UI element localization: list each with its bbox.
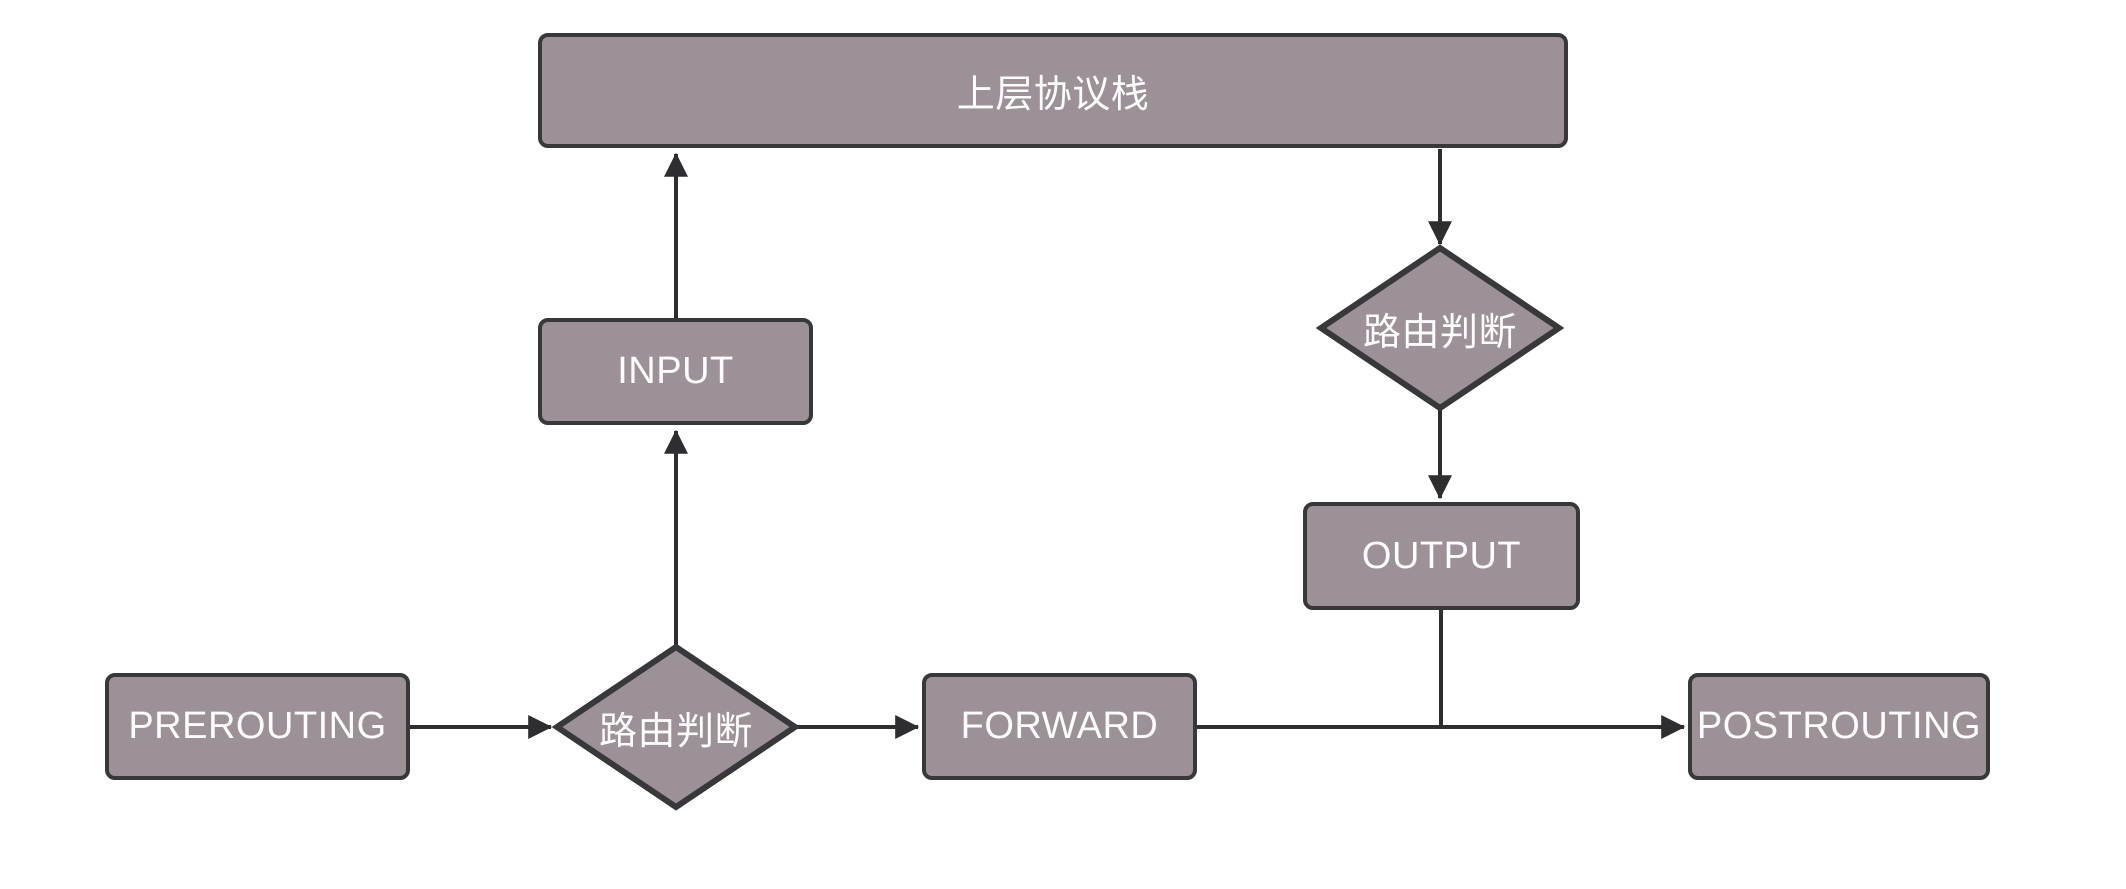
diamond-shape <box>552 643 800 811</box>
node-prerouting: PREROUTING <box>105 673 410 780</box>
node-output-label: OUTPUT <box>1361 534 1522 577</box>
node-routing-decision-right-label: 路由判断 <box>1362 311 1517 354</box>
node-prerouting-label: PREROUTING <box>128 705 387 747</box>
node-output: OUTPUT <box>1303 502 1580 610</box>
node-routing-decision-right: 路由判断 <box>1316 243 1564 413</box>
diamond-shape <box>1316 244 1564 412</box>
node-input-label: INPUT <box>617 350 734 392</box>
node-routing-decision-left: 路由判断 <box>552 642 800 812</box>
node-protocol-stack: 上层协议栈 <box>538 33 1568 148</box>
node-input: INPUT <box>538 318 813 425</box>
node-protocol-stack-label: 上层协议栈 <box>956 74 1150 116</box>
node-routing-decision-left-label: 路由判断 <box>598 710 753 753</box>
node-postrouting: POSTROUTING <box>1688 673 1990 780</box>
node-postrouting-label: POSTROUTING <box>1696 705 1982 747</box>
node-forward: FORWARD <box>922 673 1197 780</box>
node-forward-label: FORWARD <box>960 705 1159 747</box>
